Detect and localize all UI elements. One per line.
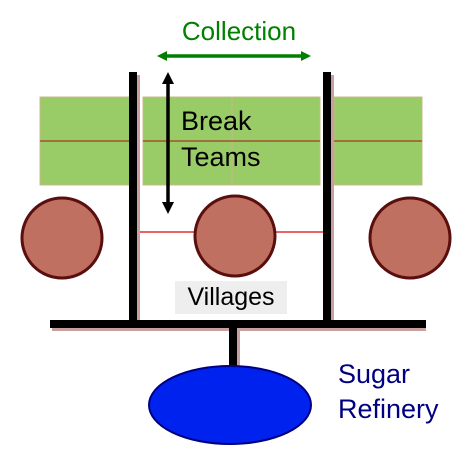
village-center	[193, 194, 277, 278]
rail-spur	[229, 328, 237, 366]
villages-label-background	[175, 281, 287, 314]
village-right	[368, 196, 452, 280]
refinery-label-line1: Sugar	[338, 359, 410, 389]
village-left	[20, 196, 104, 280]
rail-left	[129, 72, 137, 322]
rail-right	[323, 72, 331, 322]
rail-main	[50, 320, 426, 328]
rail-spur-shadow	[237, 328, 240, 366]
break-teams-label-line2: Teams	[181, 142, 261, 172]
cane-fields	[39, 96, 423, 186]
refinery-label-line2: Refinery	[338, 394, 439, 424]
collection-label: Collection	[182, 16, 296, 46]
rail-right-shadow	[331, 75, 334, 322]
break-teams-label-line1: Break	[181, 106, 252, 136]
villages-label: Villages	[187, 283, 274, 311]
rail-network	[50, 72, 426, 366]
rail-left-shadow	[137, 75, 140, 322]
sugar-refinery	[148, 365, 312, 445]
villages	[20, 194, 452, 280]
